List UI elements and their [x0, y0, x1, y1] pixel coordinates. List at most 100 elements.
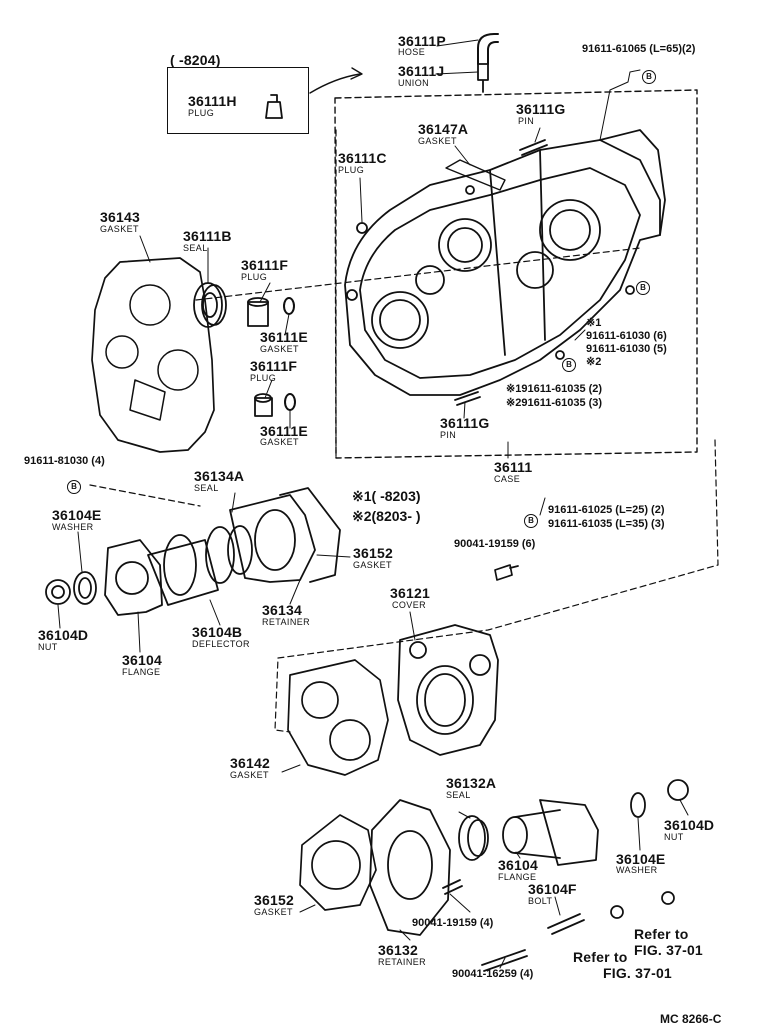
ref-star1: ※1: [586, 317, 602, 329]
part-36111-name: CASE: [494, 474, 521, 484]
part-36111-number: 36111: [494, 459, 533, 475]
part-36152-mid-number: 36152: [353, 545, 393, 561]
b-mark-case-1: B: [636, 281, 650, 295]
part-36111F-b-number: 36111F: [250, 358, 298, 374]
part-36152-mid-name: GASKET: [353, 560, 392, 570]
seal-36111B-drawing: [193, 282, 227, 328]
washer-36104E-r-drawing: [630, 792, 646, 818]
leader-dashed-2: [89, 484, 201, 507]
ref-61030-5: 91611-61030 (5): [586, 343, 667, 355]
ref-61030-6: 91611-61030 (6): [586, 330, 667, 342]
part-36111J-name: UNION: [398, 78, 429, 88]
ref-top: 91611-61065 (L=65)(2): [582, 43, 696, 55]
part-36104-r-name: FLANGE: [498, 872, 537, 882]
inset-plug-drawing: [265, 94, 283, 119]
part-36104E-r-name: WASHER: [616, 865, 658, 875]
ref-61025: 91611-61025 (L=25) (2): [548, 504, 665, 516]
part-36121-name: COVER: [392, 600, 427, 610]
part-36111P-name: HOSE: [398, 47, 426, 57]
part-36132A-number: 36132A: [446, 775, 497, 791]
ref-left: 91611-81030 (4): [24, 455, 105, 467]
note-star2: ※2(8203- ): [352, 508, 421, 524]
seal-36132A-drawing: [458, 815, 489, 861]
part-36111G-bot-name: PIN: [440, 430, 457, 440]
part-36152-bot-name: GASKET: [254, 907, 293, 917]
case-drawing: [344, 129, 666, 396]
plug-36111F-b-drawing: [254, 393, 273, 417]
cover-36121-drawing: [397, 624, 499, 756]
gasket-36152-bot-drawing: [299, 814, 377, 911]
part-36104D-r-name: NUT: [664, 832, 684, 842]
ref-61035: 91611-61035 (L=35) (3): [548, 518, 665, 530]
b-mark-left: B: [67, 480, 81, 494]
part-36111J-number: 36111J: [398, 63, 445, 79]
part-36104E-l-name: WASHER: [52, 522, 94, 532]
part-36111P-number: 36111P: [398, 33, 446, 49]
nut-36104D-r-drawing: [667, 779, 689, 801]
pin-bottom-drawing: [454, 391, 481, 406]
ref-star2: ※2: [586, 356, 602, 368]
leader-dashed-3: [274, 439, 719, 733]
part-36143-number: 36143: [100, 209, 140, 225]
hose-drawing: [477, 33, 499, 65]
stud-16259-drawing: [481, 949, 528, 972]
part-36134A-name: SEAL: [194, 483, 219, 493]
figure-code: MC 8266-C: [660, 1012, 722, 1026]
part-36143-name: GASKET: [100, 224, 139, 234]
b-mark-top: B: [642, 70, 656, 84]
bolt-36104F-drawing: [547, 913, 585, 935]
part-36104-r-number: 36104: [498, 857, 538, 873]
inset-arrow: [309, 73, 361, 94]
nut-ref-a-drawing: [610, 905, 624, 919]
part-36111B-name: SEAL: [183, 243, 208, 253]
part-36104E-l-number: 36104E: [52, 507, 102, 523]
part-36104F-number: 36104F: [528, 881, 577, 897]
bolt-19159-bot-drawing: [442, 879, 463, 895]
nut-ref-b-drawing: [661, 891, 675, 905]
flange-36104-r-drawing: [502, 799, 599, 866]
part-36132-name: RETAINER: [378, 957, 427, 967]
part-36104-l-number: 36104: [122, 652, 162, 668]
part-36111F-a-name: PLUG: [241, 272, 268, 282]
part-36104F-name: BOLT: [528, 896, 553, 906]
part-36111C-name: PLUG: [338, 165, 365, 175]
part-36142-number: 36142: [230, 755, 270, 771]
part-36111H-number: 36111H: [188, 93, 237, 109]
retainer-36132-drawing: [369, 799, 451, 936]
part-36147A-number: 36147A: [418, 121, 469, 137]
ref-19159-top: 90041-19159 (6): [454, 538, 536, 550]
ref-61035-3: ※291611-61035 (3): [506, 397, 603, 409]
pin-top-drawing: [519, 139, 548, 156]
bolt-top-drawing: [494, 564, 519, 581]
part-36152-bot-number: 36152: [254, 892, 294, 908]
ref-16259: 90041-16259 (4): [452, 968, 534, 980]
part-36132A-name: SEAL: [446, 790, 471, 800]
part-36104B-number: 36104B: [192, 624, 243, 640]
gasket-36142-drawing: [287, 659, 389, 776]
inset-range: ( -8204): [170, 52, 221, 68]
part-36111G-bot-number: 36111G: [440, 415, 490, 431]
part-36111B-number: 36111B: [183, 228, 232, 244]
part-36104B-name: DEFLECTOR: [192, 639, 250, 649]
b-mark-case-2: B: [562, 358, 576, 372]
part-36121-number: 36121: [390, 585, 430, 601]
part-36111G-top-name: PIN: [518, 116, 535, 126]
gasket-36111E-a-drawing: [283, 297, 295, 315]
callout-leaders: [57, 39, 689, 969]
case-dashed-outline: [334, 89, 698, 459]
part-36134A-number: 36134A: [194, 468, 245, 484]
gasket-36143-drawing: [91, 257, 215, 453]
part-36111F-b-name: PLUG: [250, 373, 277, 383]
plug-36111F-a-drawing: [247, 297, 269, 327]
note-star1: ※1( -8203): [352, 488, 421, 504]
part-36142-name: GASKET: [230, 770, 269, 780]
union-drawing: [477, 63, 489, 93]
inset-arrow-head: [350, 67, 363, 80]
gasket-36111E-b-drawing: [284, 393, 296, 411]
part-36111E-a-name: GASKET: [260, 344, 299, 354]
part-36132-number: 36132: [378, 942, 418, 958]
part-36111F-a-number: 36111F: [241, 257, 289, 273]
refer-to-fig-a: FIG. 37-01: [603, 965, 672, 981]
